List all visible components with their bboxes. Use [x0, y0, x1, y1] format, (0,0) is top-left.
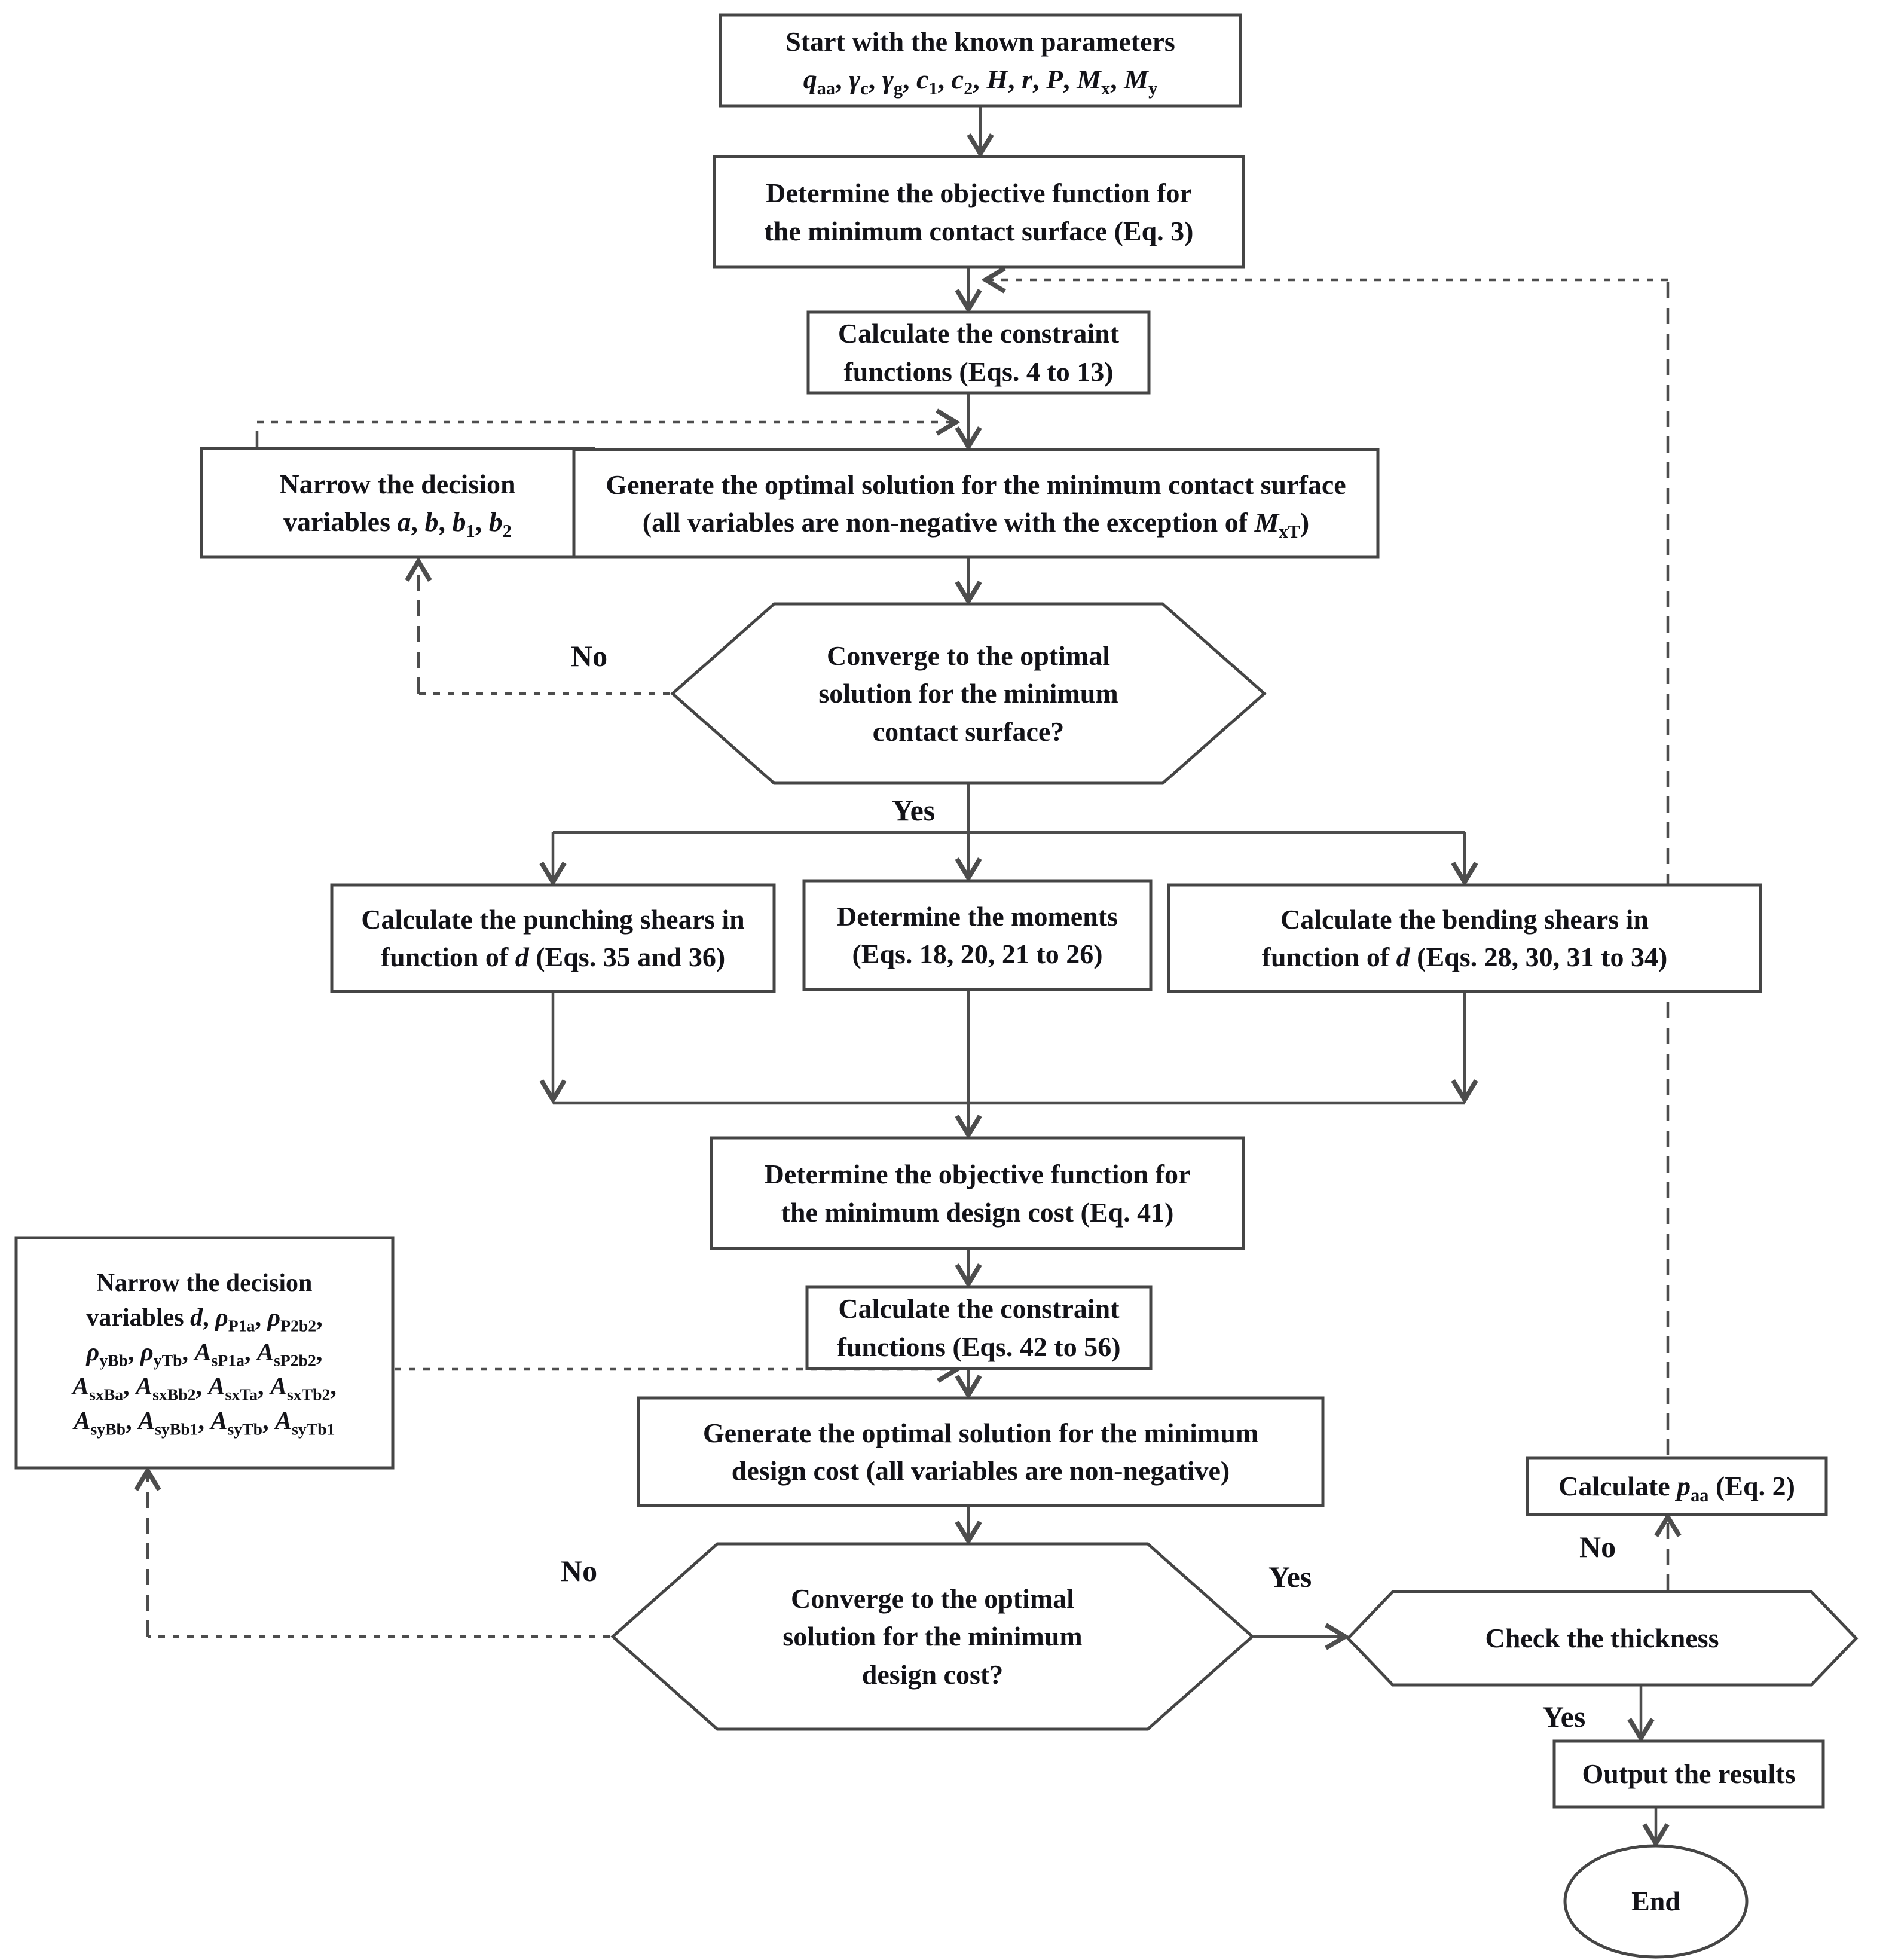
label-converge-surface-yes: Yes — [892, 793, 936, 827]
node-line: (all variables are non-negative with the… — [642, 507, 1310, 542]
label-converge-cost-no: No — [561, 1554, 598, 1587]
node-line: ρyBb, ρyTb, AsP1a, AsP2b2, — [86, 1338, 323, 1369]
node-bending-shears: Calculate the bending shears in function… — [1169, 885, 1760, 991]
node-line: Output the results — [1582, 1758, 1796, 1790]
node-converge-cost: Converge to the optimal solution for the… — [613, 1544, 1252, 1729]
node-line: Narrow the decision — [279, 468, 516, 499]
node-line: the minimum design cost (Eq. 41) — [781, 1196, 1174, 1228]
node-line: Determine the objective function for — [764, 1159, 1191, 1190]
node-line: AsxBa, AsxBb2, AsxTa, AsxTb2, — [72, 1373, 337, 1404]
check-thickness-hexagon-shape — [1346, 1590, 1859, 1687]
node-objective-cost: Determine the objective function for the… — [711, 1138, 1243, 1248]
node-line: Calculate the constraint — [837, 318, 1120, 349]
punching-box-shape — [330, 883, 776, 993]
start-box-shape — [719, 13, 1242, 108]
node-moments: Determine the moments (Eqs. 18, 20, 21 t… — [804, 881, 1151, 990]
objective-cost-box-shape — [710, 1136, 1245, 1250]
node-output-results: Output the results — [1554, 1741, 1823, 1807]
label-check-thickness-no: No — [1579, 1530, 1616, 1564]
narrow-cost-box-shape — [14, 1236, 395, 1470]
node-line: Determine the objective function for — [766, 178, 1192, 209]
node-line: functions (Eqs. 42 to 56) — [837, 1331, 1121, 1362]
node-line: solution for the minimum — [818, 678, 1118, 709]
constraints-surface-box-shape — [806, 310, 1151, 395]
output-box-shape — [1552, 1739, 1825, 1809]
node-line: Check the thickness — [1485, 1623, 1719, 1654]
label-converge-cost-yes: Yes — [1268, 1560, 1312, 1593]
node-line: Converge to the optimal — [791, 1583, 1074, 1614]
node-generate-cost: Generate the optimal solution for the mi… — [638, 1398, 1323, 1506]
node-line: AsyBb, AsyBb1, AsyTb, AsyTb1 — [74, 1408, 335, 1439]
node-line: Calculate paa (Eq. 2) — [1558, 1470, 1795, 1506]
converge-surface-hexagon-shape — [670, 602, 1267, 785]
node-end: End — [1566, 1846, 1746, 1956]
bending-box-shape — [1167, 883, 1762, 993]
node-line: function of d (Eqs. 28, 30, 31 to 34) — [1261, 942, 1668, 972]
node-line: functions (Eqs. 4 to 13) — [843, 356, 1114, 387]
node-narrow-surface: Narrow the decision variables a, b, b1, … — [201, 448, 594, 557]
node-start-line: Start with the known parameters — [785, 26, 1175, 57]
node-calc-paa: Calculate paa (Eq. 2) — [1527, 1458, 1826, 1515]
node-line: Calculate the constraint — [838, 1293, 1120, 1324]
node-converge-surface: Converge to the optimal solution for the… — [673, 604, 1264, 783]
node-line: solution for the minimum — [782, 1621, 1083, 1652]
node-line: variables d, ρP1a, ρP2b2, — [86, 1303, 323, 1335]
node-line: the minimum contact surface (Eq. 3) — [764, 215, 1194, 246]
node-line: function of d (Eqs. 35 and 36) — [380, 942, 726, 972]
node-constraints-cost: Calculate the constraint functions (Eqs.… — [807, 1287, 1151, 1369]
label-check-thickness-yes: Yes — [1542, 1700, 1586, 1733]
node-line: design cost? — [861, 1659, 1004, 1690]
moments-box-shape — [802, 879, 1153, 991]
node-constraints-surface: Calculate the constraint functions (Eqs.… — [808, 312, 1149, 393]
node-line: contact surface? — [872, 716, 1065, 747]
node-generate-surface: Generate the optimal solution for the mi… — [574, 450, 1378, 557]
node-line: Calculate the bending shears in — [1280, 903, 1649, 935]
node-line: Narrow the decision — [96, 1269, 313, 1297]
objective-surface-box-shape — [713, 155, 1245, 269]
node-line: Calculate the punching shears in — [361, 903, 745, 935]
node-narrow-cost: Narrow the decision variables d, ρP1a, ρ… — [16, 1238, 393, 1468]
node-line: End — [1631, 1886, 1680, 1917]
node-objective-surface: Determine the objective function for the… — [714, 157, 1243, 267]
node-line: Converge to the optimal — [827, 640, 1110, 671]
generate-cost-box-shape — [637, 1396, 1325, 1507]
converge-cost-hexagon-shape — [610, 1542, 1255, 1731]
node-punching-shears: Calculate the punching shears in functio… — [332, 885, 774, 991]
constraints-cost-box-shape — [805, 1285, 1153, 1370]
node-line: (Eqs. 18, 20, 21 to 26) — [852, 939, 1103, 969]
node-line: Generate the optimal solution for the mi… — [606, 469, 1346, 500]
node-line: Generate the optimal solution for the mi… — [702, 1417, 1259, 1448]
node-line: design cost (all variables are non-negat… — [731, 1455, 1230, 1486]
calc-paa-box-shape — [1526, 1456, 1828, 1516]
node-start: Start with the known parameters qaa, γc,… — [720, 15, 1240, 106]
end-ellipse-shape — [1563, 1844, 1749, 1959]
generate-surface-box-shape — [572, 448, 1380, 559]
label-converge-surface-no: No — [571, 639, 608, 673]
node-line: variables a, b, b1, b2 — [283, 506, 512, 542]
node-start-line: qaa, γc, γg, c1, c2, H, r, P, Mx, My — [803, 64, 1158, 99]
node-check-thickness: Check the thickness — [1348, 1592, 1856, 1685]
node-line: Determine the moments — [836, 900, 1118, 932]
